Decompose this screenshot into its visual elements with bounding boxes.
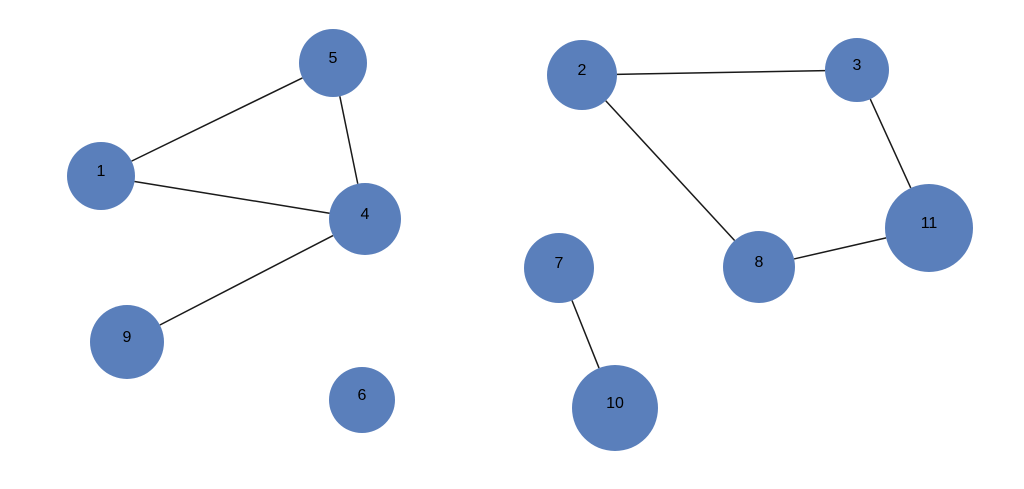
node-circle-7 [524, 233, 594, 303]
node-circle-8 [723, 231, 795, 303]
edge-2-3 [616, 69, 826, 76]
node-8: 8 [723, 231, 795, 303]
node-label-10: 10 [606, 395, 624, 412]
node-label-11: 11 [921, 215, 938, 232]
node-label-4: 4 [361, 206, 370, 223]
edge-5-4 [339, 96, 359, 184]
node-circle-4 [329, 183, 401, 255]
node-label-1: 1 [97, 163, 106, 180]
node-label-7: 7 [555, 255, 564, 272]
edge-4-9 [159, 234, 334, 326]
edge-1-5 [131, 77, 303, 162]
node-circle-5 [299, 29, 367, 97]
node-4: 4 [329, 183, 401, 255]
node-3: 3 [825, 38, 889, 102]
edge-1-4 [134, 180, 330, 214]
node-circle-1 [67, 142, 135, 210]
node-label-2: 2 [578, 62, 587, 79]
node-label-3: 3 [853, 57, 862, 74]
node-label-6: 6 [358, 387, 367, 404]
node-circle-11 [885, 184, 973, 272]
node-label-8: 8 [755, 254, 764, 271]
node-2: 2 [547, 40, 617, 110]
node-label-5: 5 [329, 50, 338, 67]
node-circle-10 [572, 365, 658, 451]
edges-layer [131, 69, 912, 369]
nodes-layer: 1 2 3 4 5 6 7 8 9 10 11 [67, 29, 973, 451]
node-circle-3 [825, 38, 889, 102]
node-circle-9 [90, 305, 164, 379]
edge-7-10 [571, 300, 600, 369]
node-1: 1 [67, 142, 135, 210]
node-5: 5 [299, 29, 367, 97]
node-circle-2 [547, 40, 617, 110]
edge-3-11 [869, 98, 912, 189]
node-11: 11 [885, 184, 973, 272]
edge-2-8 [605, 100, 736, 242]
node-label-9: 9 [123, 329, 132, 346]
node-7: 7 [524, 233, 594, 303]
node-9: 9 [90, 305, 164, 379]
edge-8-11 [793, 237, 887, 260]
node-6: 6 [329, 367, 395, 433]
node-circle-6 [329, 367, 395, 433]
node-10: 10 [572, 365, 658, 451]
